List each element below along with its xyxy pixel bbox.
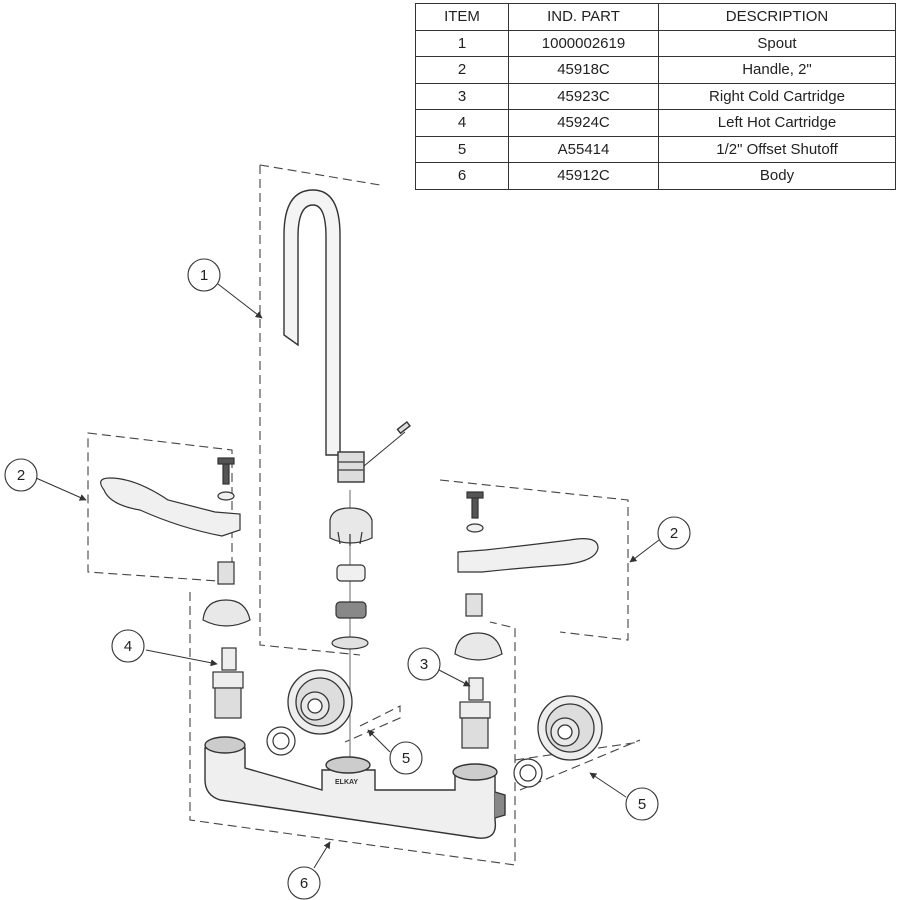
callout-2-right: 2: [657, 516, 691, 550]
left-screw-washer: [217, 491, 235, 501]
cell-item: 2: [415, 56, 509, 84]
callout-5-right: 5: [625, 787, 659, 821]
header-ind-part: IND. PART: [508, 3, 659, 31]
table-row: 3 45923C Right Cold Cartridge: [415, 82, 896, 110]
cell-part: 45923C: [508, 82, 659, 110]
cell-description: Handle, 2": [658, 56, 896, 84]
left-handle-outline: [87, 432, 233, 583]
left-shutoff-outline: [344, 705, 401, 743]
table-row: 6 45912C Body: [415, 162, 896, 190]
cell-description: Right Cold Cartridge: [658, 82, 896, 110]
right-stem-adapter: [465, 593, 483, 617]
svg-text:2: 2: [670, 525, 678, 542]
cell-part: 45924C: [508, 109, 659, 137]
right-handle-stack: [454, 491, 599, 661]
right-screw-washer: [466, 523, 484, 533]
cell-description: Spout: [658, 29, 896, 57]
faucet-body: [204, 736, 506, 839]
cell-item: 6: [415, 162, 509, 190]
callout-6: 6: [287, 866, 321, 900]
cell-item: 3: [415, 82, 509, 110]
table-row: 5 A55414 1/2" Offset Shutoff: [415, 135, 896, 163]
callout-5-left: 5: [389, 741, 423, 775]
spout-tube: [283, 189, 341, 456]
callouts: 1 2 2 3 4 5 5 6: [4, 258, 691, 900]
cell-description: 1/2" Offset Shutoff: [658, 135, 896, 163]
cell-description: Left Hot Cartridge: [658, 109, 896, 137]
spout-washer: [336, 564, 366, 582]
spout-o-ring: [335, 601, 367, 619]
header-description: DESCRIPTION: [658, 3, 896, 31]
spout-gasket: [331, 636, 369, 650]
table-row: 1 1000002619 Spout: [415, 29, 896, 57]
body-outline: [189, 592, 516, 866]
leader-lines: [35, 283, 660, 869]
spout-outline: [259, 164, 381, 656]
spout-hardware: [329, 507, 373, 650]
right-handle: [457, 538, 599, 573]
body-brand-text: ELKAY: [335, 779, 358, 786]
parts-table: ITEM IND. PART DESCRIPTION 1 1000002619 …: [415, 3, 896, 190]
left-handle-stack: [100, 457, 251, 627]
parts-table-header: ITEM IND. PART DESCRIPTION: [415, 3, 896, 31]
left-cartridge: [212, 647, 244, 719]
table-row: 2 45918C Handle, 2": [415, 56, 896, 84]
left-screw: [222, 461, 230, 485]
callout-4: 4: [111, 629, 145, 663]
cell-part: A55414: [508, 135, 659, 163]
cell-description: Body: [658, 162, 896, 190]
svg-text:3: 3: [420, 656, 428, 673]
callout-2-left: 2: [4, 458, 38, 492]
left-bonnet: [202, 599, 251, 627]
left-shutoff: [287, 669, 353, 735]
right-bonnet: [454, 632, 503, 661]
svg-text:5: 5: [638, 796, 646, 813]
cell-item: 4: [415, 109, 509, 137]
right-cartridge: [459, 677, 491, 749]
left-stem-adapter: [217, 561, 235, 585]
cell-part: 1000002619: [508, 29, 659, 57]
spout-nut: [329, 507, 373, 544]
header-item: ITEM: [415, 3, 509, 31]
callout-1: 1: [187, 258, 221, 292]
callout-3: 3: [407, 647, 441, 681]
svg-text:4: 4: [124, 638, 132, 655]
svg-text:1: 1: [200, 267, 208, 284]
table-row: 4 45924C Left Hot Cartridge: [415, 109, 896, 137]
spout: [283, 189, 411, 483]
right-shutoff: [537, 695, 603, 761]
right-handle-outline: [439, 479, 629, 641]
gaskets: [266, 726, 543, 788]
left-handle: [100, 477, 241, 537]
cell-item: 5: [415, 135, 509, 163]
svg-text:5: 5: [402, 750, 410, 767]
cell-part: 45912C: [508, 162, 659, 190]
svg-text:6: 6: [300, 875, 308, 892]
cell-item: 1: [415, 29, 509, 57]
cell-part: 45918C: [508, 56, 659, 84]
svg-text:2: 2: [17, 467, 25, 484]
spout-base: [337, 451, 365, 483]
right-screw: [471, 495, 479, 519]
